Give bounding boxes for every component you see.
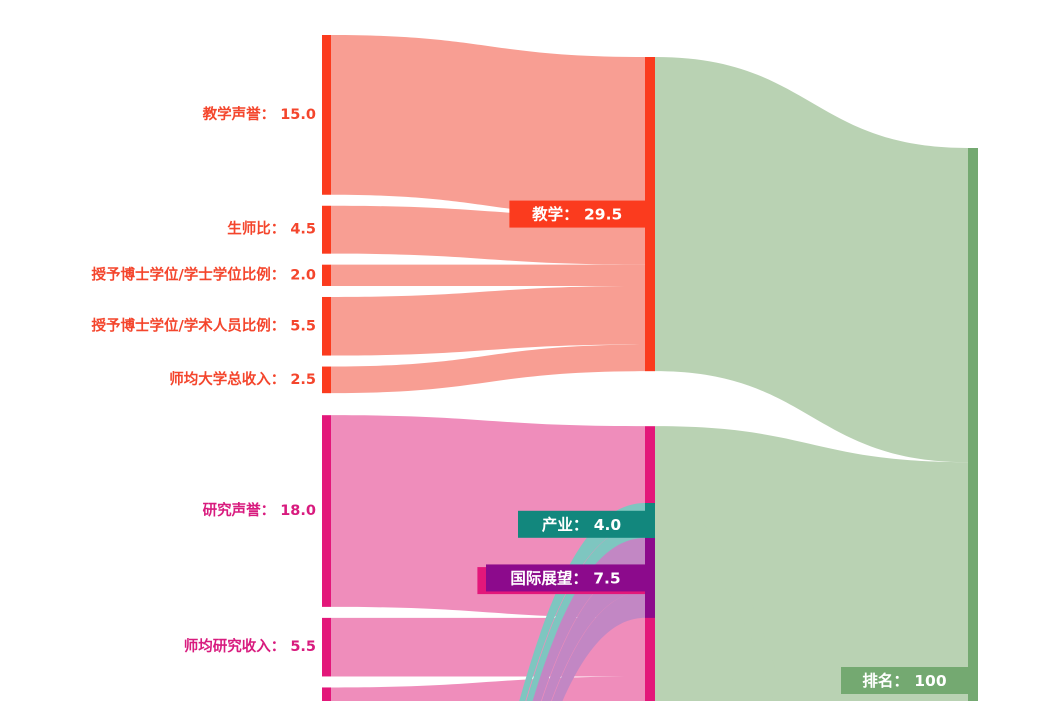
source-node-label: 师均研究收入： 5.5	[184, 637, 316, 655]
middle-node-label-bg	[486, 564, 645, 592]
source-node-bar	[322, 35, 331, 195]
source-node-bar	[322, 264, 331, 286]
final-node-label-text: 排名： 100	[862, 671, 946, 690]
middle-node-label-text: 教学： 29.5	[532, 205, 622, 224]
source-node-label: 师均大学总收入： 2.5	[169, 370, 316, 388]
labels-layer: 教学声誉： 15.0 生师比： 4.5 授予博士学位/学士学位比例： 2.0 授予博士…	[91, 105, 968, 694]
middle-node-bar	[645, 503, 655, 546]
middle-node-label: 国际展望： 7.5	[486, 564, 645, 592]
sankey-link-in	[331, 676, 645, 701]
source-node-bar	[322, 617, 331, 677]
middle-node-bar	[645, 57, 655, 372]
source-node-label: 授予博士学位/学士学位比例： 2.0	[91, 265, 316, 283]
sankey-link-out	[655, 57, 968, 463]
sankey-link-in	[331, 264, 645, 286]
middle-node-label: 教学： 29.5	[509, 200, 645, 228]
middle-node-label-text: 产业： 4.0	[542, 515, 622, 534]
sankey-link-in	[331, 35, 645, 217]
node-bars-layer	[322, 35, 978, 701]
sankey-link-in	[551, 591, 645, 701]
sankey-link-in	[532, 538, 645, 701]
source-node-bar	[322, 296, 331, 356]
source-node-label: 教学声誉： 15.0	[202, 105, 316, 123]
final-node-bar	[968, 148, 978, 701]
source-node-label: 研究声誉： 18.0	[203, 501, 316, 519]
source-node-label: 生师比： 4.5	[227, 220, 316, 238]
sankey-link-out	[655, 538, 774, 701]
source-node-bar	[322, 205, 331, 254]
input-links-layer	[331, 35, 645, 701]
final-node-label-bg	[841, 667, 968, 694]
source-node-bar	[322, 366, 331, 394]
middle-node-label-bg	[518, 510, 645, 538]
final-node-label: 排名： 100	[841, 667, 968, 694]
middle-node-bar	[645, 538, 655, 618]
source-node-bar	[322, 687, 331, 701]
output-links-layer	[655, 57, 968, 701]
source-node-bar	[322, 415, 331, 607]
middle-node-label-text: 国际展望： 7.5	[510, 568, 620, 587]
middle-node-label-bg	[509, 200, 645, 228]
middle-node-label: 产业： 4.0	[518, 510, 645, 538]
source-node-label: 授予博士学位/学术人员比例： 5.5	[91, 316, 316, 334]
sankey-link-in	[331, 285, 645, 356]
sankey-link-in	[331, 344, 645, 394]
